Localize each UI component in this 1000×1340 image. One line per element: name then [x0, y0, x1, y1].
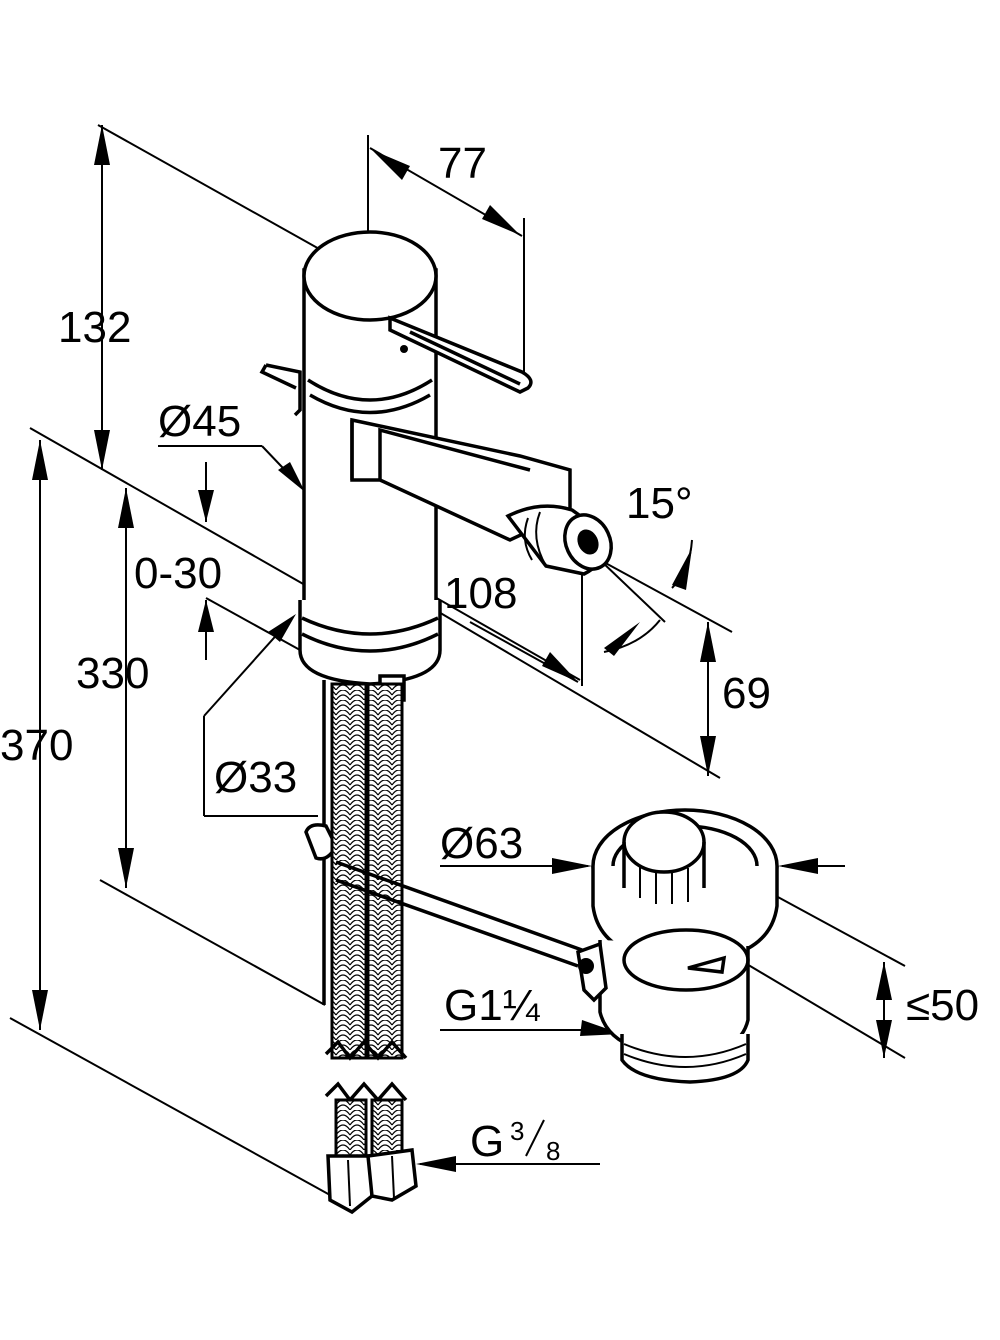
- dim-thread-g1-1-4: G1¼: [444, 981, 541, 1030]
- thread-denominator: 8: [546, 1136, 560, 1166]
- dim-77: 77: [438, 139, 487, 188]
- thread-prefix: G: [470, 1117, 504, 1166]
- connection-hoses: [324, 682, 418, 1215]
- dim-330: 330: [76, 649, 149, 698]
- thread-numerator: 3: [510, 1116, 524, 1146]
- dim-diameter-33: Ø33: [214, 753, 297, 802]
- dim-diameter-45: Ø45: [158, 397, 241, 446]
- dim-thread-g-3-8: G 3 8: [470, 1116, 560, 1166]
- dimension-labels: 132 77 Ø45 0-30 330 370 108 15° 69 Ø33 Ø…: [0, 139, 979, 1166]
- dimension-lines: [9, 124, 906, 1196]
- dim-0-30: 0-30: [134, 549, 222, 598]
- thread-fraction-bar: [525, 1119, 545, 1157]
- dim-370: 370: [0, 721, 73, 770]
- dim-69: 69: [722, 669, 771, 718]
- pop-up-waste: [335, 808, 779, 1084]
- dim-132: 132: [58, 303, 131, 352]
- dim-diameter-63: Ø63: [440, 819, 523, 868]
- dim-max-50: ≤50: [906, 981, 979, 1030]
- faucet-body: [259, 230, 613, 1005]
- dim-108: 108: [444, 569, 517, 618]
- dim-angle-15: 15°: [626, 479, 693, 528]
